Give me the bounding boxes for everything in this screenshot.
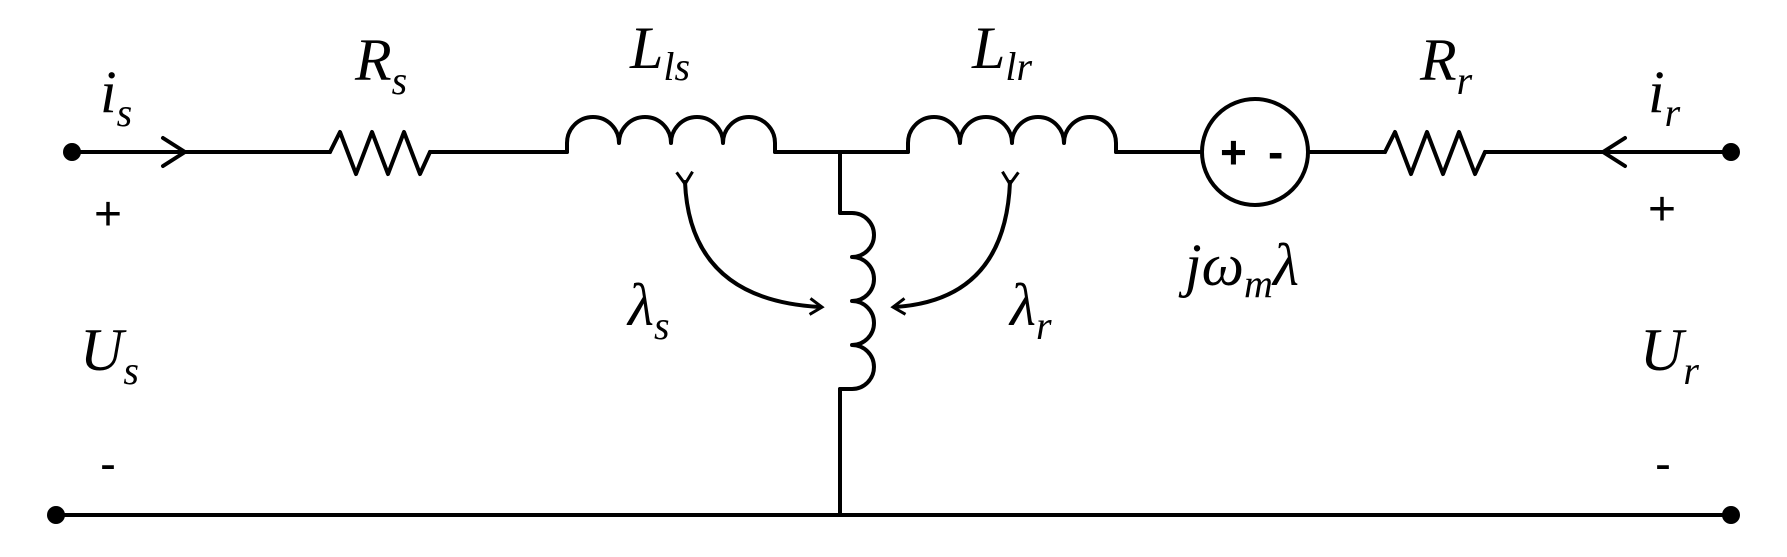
label-Ur: Ur bbox=[1640, 317, 1699, 393]
rotor-plus-sign: + bbox=[1648, 183, 1676, 236]
source-plus-sign: + bbox=[1220, 126, 1247, 178]
stator-minus-sign: - bbox=[100, 438, 116, 491]
label-Lls: Lls bbox=[629, 15, 690, 89]
label-ir: ir bbox=[1648, 59, 1681, 135]
label-is: is bbox=[100, 59, 132, 135]
stator-leakage-inductor bbox=[565, 115, 777, 154]
label-Us: Us bbox=[80, 317, 139, 393]
rotor-resistor bbox=[1383, 130, 1487, 176]
stator-resistor bbox=[328, 130, 432, 176]
flux-arrow-stator bbox=[675, 170, 825, 316]
label-lambda-r: λr bbox=[1008, 272, 1052, 348]
label-Rs: Rs bbox=[354, 27, 407, 103]
label-source: jωmλ bbox=[1178, 232, 1299, 306]
speed-voltage-source bbox=[1200, 97, 1310, 207]
label-Llr: Llr bbox=[971, 15, 1032, 89]
rotor-leakage-inductor bbox=[906, 115, 1118, 154]
stator-current-arrow bbox=[161, 136, 187, 168]
source-minus-sign: - bbox=[1268, 126, 1283, 178]
magnetizing-inductor bbox=[838, 211, 876, 391]
rotor-current-arrow bbox=[1601, 136, 1627, 168]
label-Rr: Rr bbox=[1419, 27, 1473, 103]
label-lambda-s: λs bbox=[626, 272, 670, 348]
stator-plus-sign: + bbox=[94, 188, 122, 241]
rotor-minus-sign: - bbox=[1655, 438, 1671, 491]
flux-arrow-rotor bbox=[890, 170, 1020, 316]
